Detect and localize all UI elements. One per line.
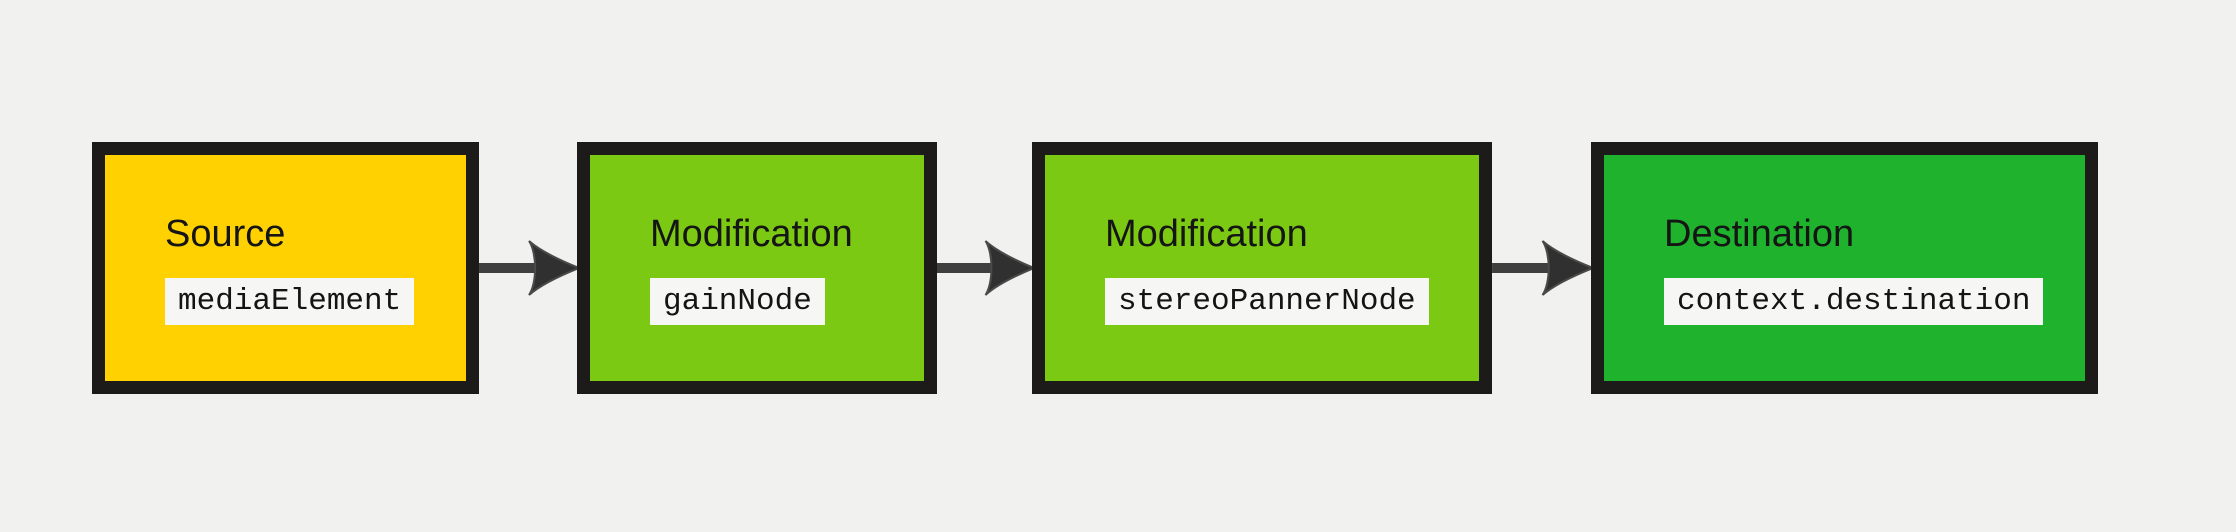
node-title: Source (165, 212, 286, 255)
node-title: Destination (1664, 212, 1855, 255)
flow-arrow-icon (1492, 240, 1593, 296)
node-code-chip: context.destination (1664, 277, 2044, 325)
node-destination: Destination context.destination (1591, 142, 2098, 394)
flow-arrow-icon (936, 240, 1034, 296)
node-code-chip: gainNode (650, 277, 825, 325)
node-modification-2: Modification stereoPannerNode (1032, 142, 1492, 394)
node-code-chip: mediaElement (165, 277, 415, 325)
node-title: Modification (650, 212, 853, 255)
node-modification-1: Modification gainNode (577, 142, 937, 394)
node-source: Source mediaElement (92, 142, 479, 394)
node-title: Modification (1105, 212, 1308, 255)
flow-arrow-icon (479, 240, 579, 296)
node-code-chip: stereoPannerNode (1105, 277, 1429, 325)
